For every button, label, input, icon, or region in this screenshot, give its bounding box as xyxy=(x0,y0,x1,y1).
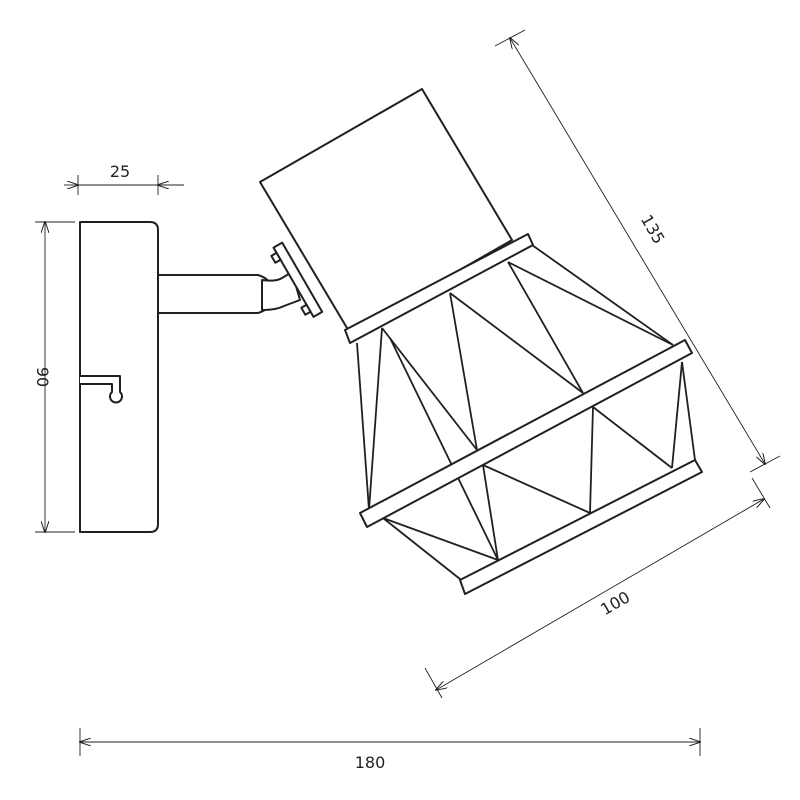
svg-text:25: 25 xyxy=(110,162,130,181)
svg-text:180: 180 xyxy=(355,753,386,772)
svg-text:90: 90 xyxy=(33,367,52,387)
dimension-135: 135 xyxy=(494,29,781,473)
dimension-25: 25 xyxy=(64,162,184,195)
lamp-arm xyxy=(157,241,324,318)
wall-backplate xyxy=(79,221,159,533)
svg-text:135: 135 xyxy=(637,211,669,247)
shade-ring-bottom xyxy=(459,459,703,595)
dimension-180: 180 xyxy=(80,728,700,772)
svg-text:100: 100 xyxy=(597,587,633,619)
dimension-90: 90 xyxy=(33,222,75,532)
